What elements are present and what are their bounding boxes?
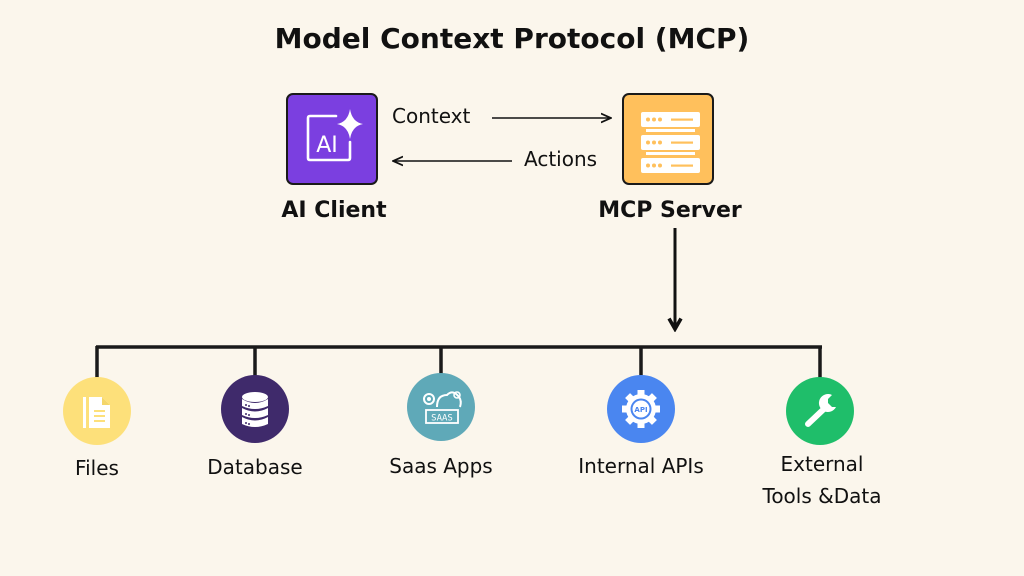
external-tools-node[interactable] (786, 377, 854, 445)
database-icon (242, 392, 268, 427)
server-rack-icon (641, 112, 700, 173)
internal-apis-label: Internal APIs (578, 454, 704, 478)
api-gear-icon: API (622, 390, 660, 428)
file-document-icon (83, 397, 110, 428)
ai-client-box[interactable]: AI (286, 93, 378, 185)
internal-apis-node[interactable]: API (607, 375, 675, 443)
files-node[interactable] (63, 377, 131, 445)
actions-label: Actions (524, 147, 598, 171)
files-label: Files (75, 456, 119, 480)
saas-cloud-icon: SAAS (423, 391, 462, 424)
svg-text:AI: AI (316, 133, 338, 158)
external-tools-label: External Tools &Data (732, 448, 912, 512)
external-tools-label-line-1: External (780, 452, 864, 476)
wrench-icon (805, 394, 836, 427)
database-label: Database (207, 455, 303, 479)
svg-text:API: API (634, 406, 647, 414)
svg-text:SAAS: SAAS (431, 414, 453, 424)
database-node[interactable] (221, 375, 289, 443)
ai-client-label: AI Client (281, 198, 387, 223)
context-label: Context (392, 104, 471, 128)
ai-sparkle-icon: AI (306, 109, 363, 162)
saas-apps-node[interactable]: SAAS (407, 373, 475, 441)
mcp-server-label: MCP Server (598, 198, 742, 223)
mcp-server-box[interactable] (622, 93, 714, 185)
external-tools-label-line-2: Tools &Data (762, 484, 882, 508)
saas-apps-label: Saas Apps (389, 454, 493, 478)
diagram-title: Model Context Protocol (MCP) (274, 22, 750, 55)
